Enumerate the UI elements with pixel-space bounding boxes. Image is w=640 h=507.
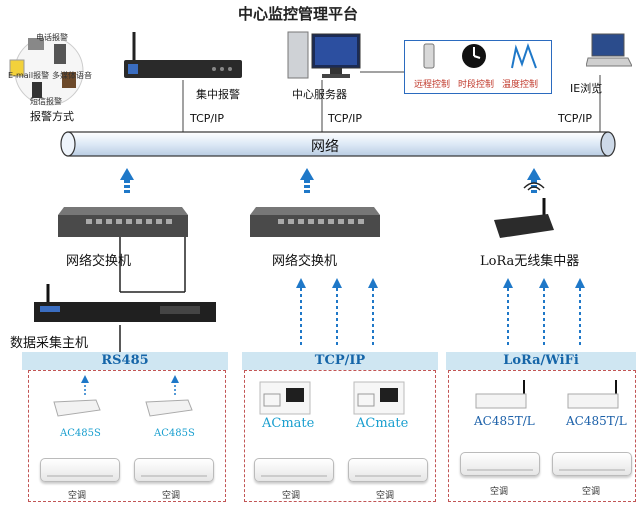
controls-group	[404, 40, 552, 94]
ac485tl-label-1: AC485T/L	[474, 414, 535, 428]
banner-tcpip: TCP/IP	[242, 352, 438, 370]
ac485tl-label-2: AC485T/L	[566, 414, 627, 428]
acmate-label-1: ACmate	[262, 416, 315, 431]
aircon-2	[134, 458, 214, 482]
protocol-label-3: TCP/IP	[558, 112, 592, 125]
aircon-6	[552, 452, 632, 476]
temperature-curve-icon	[511, 42, 537, 69]
ac485s-device-2	[145, 399, 193, 417]
acmate-label-2: ACmate	[356, 416, 409, 431]
wifi-signal-icon	[523, 182, 545, 191]
control-temperature-label: 温度控制	[502, 80, 539, 90]
network-bus	[60, 131, 616, 157]
aircon-label-4: 空调	[376, 491, 395, 501]
alarm-item-voice: 多媒体语音	[52, 71, 92, 80]
switch-1-label: 网络交换机	[66, 254, 132, 269]
central-alarm-router	[124, 32, 242, 78]
protocol-label-2: TCP/IP	[328, 112, 362, 125]
network-label: 网络	[311, 139, 339, 155]
aircon-3	[254, 458, 334, 482]
tcpip-group	[244, 370, 436, 502]
alarm-item-email: E-mail报警	[8, 71, 50, 80]
network-switch-1	[58, 207, 188, 237]
ie-browse-label: IE浏览	[570, 82, 603, 95]
protocol-label-1: TCP/IP	[190, 112, 224, 125]
diagram-title: 中心监控管理平台	[238, 5, 359, 23]
ac485tl-device-1	[475, 380, 527, 409]
lora-wifi-group	[448, 370, 636, 502]
data-acquisition-host	[34, 284, 216, 322]
control-remote-label: 远程控制	[414, 80, 451, 90]
alarm-item-sms: 短信报警	[30, 97, 62, 106]
aircon-label-5: 空调	[490, 487, 509, 497]
data-host-label: 数据采集主机	[10, 336, 89, 351]
lora-concentrator-icon	[494, 198, 554, 238]
aircon-label-1: 空调	[68, 491, 87, 501]
acmate-device-2	[353, 381, 405, 415]
acmate-device-1	[259, 381, 311, 415]
ac485tl-device-2	[567, 380, 619, 409]
rs485-group	[28, 370, 226, 502]
ac485s-device-1	[53, 399, 101, 417]
aircon-label-2: 空调	[162, 491, 181, 501]
central-alarm-label: 集中报警	[196, 88, 240, 101]
alarm-methods-cluster	[9, 36, 84, 106]
control-schedule-label: 时段控制	[458, 80, 495, 90]
remote-control-icon	[423, 43, 435, 69]
central-server-label: 中心服务器	[292, 88, 347, 101]
lora-concentrator-label: LoRa无线集中器	[480, 254, 580, 269]
ac485s-label-2: AC485S	[154, 428, 195, 439]
aircon-4	[348, 458, 428, 482]
switch-2-label: 网络交换机	[272, 254, 338, 269]
banner-rs485: RS485	[22, 352, 228, 370]
aircon-label-3: 空调	[282, 491, 301, 501]
banner-lora-wifi: LoRa/WiFi	[446, 352, 636, 370]
central-server-icon	[287, 31, 361, 79]
aircon-label-6: 空调	[582, 487, 601, 497]
alarm-item-phone: 电话报警	[36, 33, 68, 42]
network-switch-2	[250, 207, 380, 237]
aircon-5	[460, 452, 540, 476]
controls-icons	[423, 42, 537, 69]
laptop-icon	[586, 33, 632, 67]
ac485s-label-1: AC485S	[60, 428, 101, 439]
aircon-1	[40, 458, 120, 482]
alarm-methods-label: 报警方式	[30, 110, 74, 123]
